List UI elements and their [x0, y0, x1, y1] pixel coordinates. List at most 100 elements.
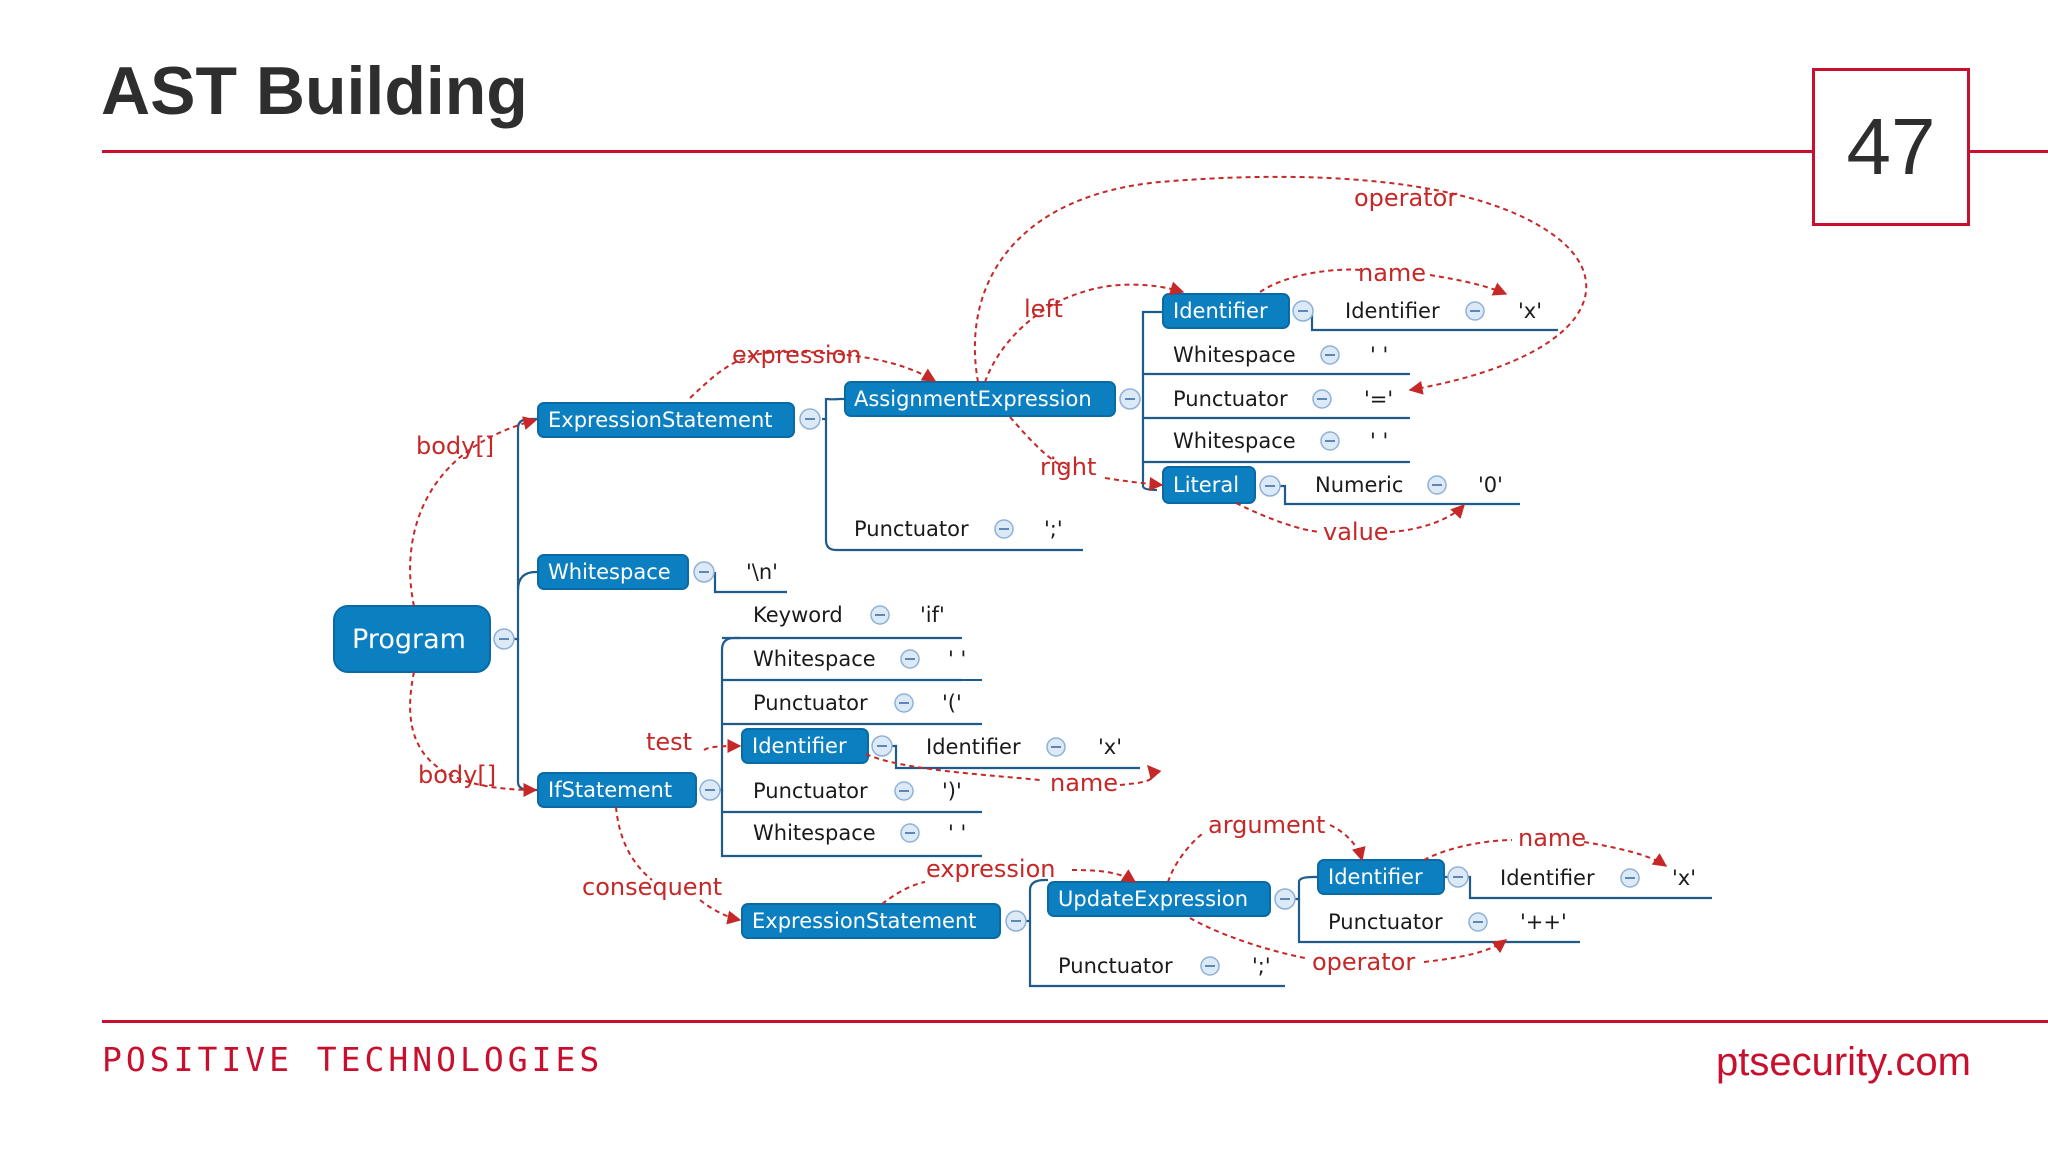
collapse-icon[interactable]	[1447, 866, 1469, 888]
relation-label: argument	[1208, 811, 1325, 839]
row-type: Punctuator	[1173, 387, 1288, 411]
footer-url[interactable]: ptsecurity.com	[1716, 1040, 1971, 1084]
arrow-value	[1235, 503, 1464, 533]
collapse-icon[interactable]	[1320, 431, 1340, 451]
row-value: ')'	[942, 779, 962, 803]
page-number-box: 47	[1812, 68, 1970, 226]
row-value: '++'	[1520, 910, 1567, 934]
arrow-expression-1	[689, 350, 937, 399]
arrow-expression-2	[881, 870, 1135, 905]
if-branch	[706, 636, 740, 792]
program-node	[333, 605, 491, 673]
collapse-icon[interactable]	[994, 519, 1014, 539]
arrow-operator-1	[973, 175, 1588, 395]
literal-label: Literal	[1173, 473, 1239, 497]
collapse-icon[interactable]	[693, 561, 715, 583]
row-type: Whitespace	[753, 821, 876, 845]
row-value: 'x'	[1098, 735, 1122, 759]
collapse-icon[interactable]	[1005, 910, 1027, 932]
collapse-icon[interactable]	[900, 649, 920, 669]
whitespace-node	[537, 554, 689, 590]
row-value: ';'	[1044, 517, 1063, 541]
collapse-icon[interactable]	[1200, 956, 1220, 976]
arrow-name-1	[1259, 268, 1506, 294]
slide-title: AST Building	[101, 53, 528, 129]
collapse-icon[interactable]	[699, 779, 721, 801]
relation-label: body[]	[418, 761, 496, 789]
tree-nodes: Program ExpressionStatement AssignmentEx…	[333, 293, 1445, 939]
relation-label: body[]	[416, 432, 494, 460]
collapse-icon[interactable]	[1119, 388, 1141, 410]
arrow-consequent	[615, 806, 740, 920]
expr-stmt2-branch	[1013, 878, 1048, 923]
tree-rows: Identifier 'x' Whitespace ' ' Punctuator…	[746, 299, 1696, 978]
relation-label: expression	[732, 341, 861, 369]
row-type: Identifier	[1500, 866, 1595, 890]
program-spine	[504, 417, 538, 641]
assign-expr-label: AssignmentExpression	[854, 387, 1092, 411]
row-type: Keyword	[753, 603, 843, 627]
relation-label: right	[1040, 453, 1096, 481]
collapse-icon[interactable]	[1312, 389, 1332, 409]
relation-label: left	[1024, 295, 1063, 323]
identifier-3-label: Identifier	[1328, 865, 1423, 889]
collapse-icon[interactable]	[894, 781, 914, 801]
assign-branch-top	[1141, 310, 1163, 399]
ws-nl-leaf-line	[713, 572, 787, 594]
expr-stmt-semi-branch	[824, 419, 1083, 552]
arrow-name-2	[865, 754, 1153, 786]
collapse-icon[interactable]	[799, 408, 821, 430]
collapse-icon[interactable]	[894, 693, 914, 713]
arrow-test	[703, 739, 742, 754]
arrow-right	[1009, 416, 1162, 485]
relation-label: name	[1050, 769, 1118, 797]
row-type: Punctuator	[1328, 910, 1443, 934]
row-value: ' '	[948, 821, 966, 845]
collapse-icon[interactable]	[1465, 301, 1485, 321]
relation-arrows	[409, 175, 1666, 963]
relation-labels: body[] body[] expression left operator n…	[416, 184, 1586, 976]
collapse-icon[interactable]	[1620, 868, 1640, 888]
row-type: Identifier	[926, 735, 1021, 759]
identifier-2-node	[741, 728, 869, 764]
row-value: 'x'	[1518, 299, 1542, 323]
program-label: Program	[352, 624, 466, 655]
relation-label: expression	[926, 855, 1055, 883]
row-type: Whitespace	[753, 647, 876, 671]
collapse-icon[interactable]	[1274, 888, 1296, 910]
expr-stmt-label: ExpressionStatement	[548, 408, 773, 432]
row-value: '('	[942, 691, 962, 715]
relation-label: value	[1323, 518, 1389, 546]
collapse-icon[interactable]	[493, 628, 515, 650]
relation-label: name	[1358, 259, 1426, 287]
row-type: Punctuator	[753, 691, 868, 715]
collapse-toggles	[493, 300, 1640, 976]
identifier-1-node	[1162, 293, 1290, 329]
collapse-icon[interactable]	[1468, 912, 1488, 932]
row-value: '0'	[1478, 473, 1503, 497]
program-ws-branch	[516, 570, 538, 591]
collapse-icon[interactable]	[1292, 300, 1314, 322]
footer-rule	[102, 1020, 2048, 1023]
collapse-icon[interactable]	[871, 735, 893, 757]
page-number: 47	[1846, 102, 1936, 191]
assign-expr-node	[844, 381, 1116, 417]
collapse-icon[interactable]	[1320, 345, 1340, 365]
collapse-icon[interactable]	[1259, 475, 1281, 497]
relation-label: operator	[1312, 948, 1415, 976]
expr-stmt-branch	[822, 397, 845, 421]
collapse-icon[interactable]	[1046, 737, 1066, 757]
expr-stmt-2-label: ExpressionStatement	[752, 909, 977, 933]
arrow-left	[984, 281, 1185, 383]
collapse-icon[interactable]	[1427, 475, 1447, 495]
collapse-icon[interactable]	[870, 605, 890, 625]
footer-brand: POSITIVE TECHNOLOGIES	[102, 1040, 604, 1079]
row-value: '\n'	[746, 560, 778, 584]
header-rule-right	[1970, 150, 2048, 153]
arrow-argument	[1167, 824, 1362, 883]
program-spine-low	[516, 639, 538, 792]
row-type: Identifier	[1345, 299, 1440, 323]
collapse-icon[interactable]	[900, 823, 920, 843]
if-stmt-label: IfStatement	[548, 778, 672, 802]
